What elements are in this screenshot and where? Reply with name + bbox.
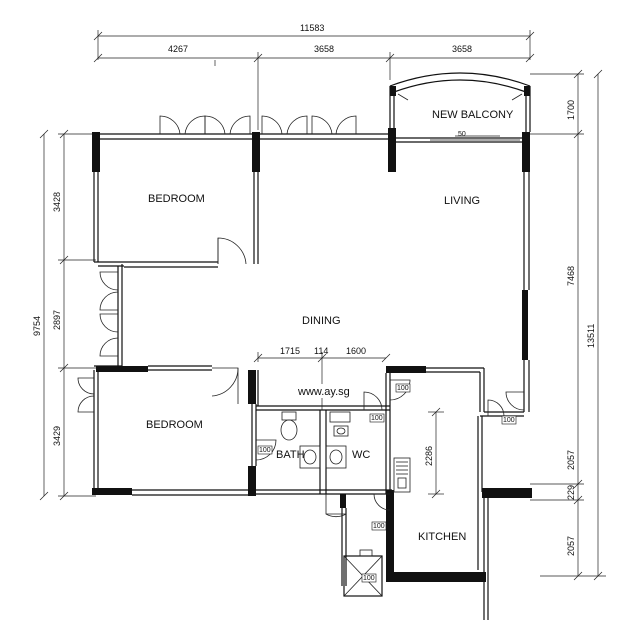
room-label-living: LIVING xyxy=(444,195,480,207)
dim-right-2057b: 2057 xyxy=(566,536,576,556)
room-label-bath: BATH xyxy=(276,449,305,461)
door-label-service: 100 xyxy=(373,523,385,530)
doors xyxy=(211,237,525,518)
room-label-balcony: NEW BALCONY xyxy=(432,109,514,121)
top-dimensions: 11583 4267 3658 3658 xyxy=(93,23,535,130)
dim-inner-1600: 1600 xyxy=(346,346,366,356)
dim-left-2: 2897 xyxy=(52,310,62,330)
dim-overall-width: 11583 xyxy=(300,23,324,33)
right-dimensions: 1700 7468 2057 229 2057 13511 xyxy=(530,69,606,581)
inner-dimensions: 1715 114 1600 2286 xyxy=(253,346,444,499)
room-label-bedroom-top: BEDROOM xyxy=(148,193,205,205)
dim-right-balcony: 1700 xyxy=(566,100,576,120)
dim-left-3: 3429 xyxy=(52,426,62,446)
balcony: 50 NEW BALCONY xyxy=(389,72,531,141)
dim-kitchen-2286: 2286 xyxy=(424,446,434,466)
room-label-dining: DINING xyxy=(302,315,341,327)
door-label-entry: 100 xyxy=(503,417,515,424)
dim-top-2: 3658 xyxy=(314,44,334,54)
dim-inner-114: 114 xyxy=(314,346,328,356)
dim-balcony-50: 50 xyxy=(458,131,466,138)
watermark-background xyxy=(296,384,362,398)
room-label-kitchen: KITCHEN xyxy=(418,531,466,543)
walls xyxy=(92,128,532,620)
room-labels: BEDROOM LIVING DINING BEDROOM BATH WC KI… xyxy=(146,193,480,543)
door-label-kitchen: 100 xyxy=(397,385,409,392)
dim-top-3: 3658 xyxy=(452,44,472,54)
dim-right-2057a: 2057 xyxy=(566,450,576,470)
dim-left-1: 3428 xyxy=(52,192,62,212)
top-windows xyxy=(159,115,357,135)
room-label-wc: WC xyxy=(352,449,370,461)
door-label-wc: 100 xyxy=(371,415,383,422)
door-labels: 100 100 100 100 100 100 xyxy=(257,383,517,583)
dim-left-total: 9754 xyxy=(32,316,42,336)
dim-inner-1715: 1715 xyxy=(280,346,300,356)
dim-right-229: 229 xyxy=(566,485,576,500)
room-label-bedroom-bottom: BEDROOM xyxy=(146,419,203,431)
dim-top-1: 4267 xyxy=(168,44,188,54)
door-label-shaft: 100 xyxy=(363,575,375,582)
left-windows xyxy=(77,271,119,413)
dim-right-total: 13511 xyxy=(586,324,596,348)
watermark-url: www.ay.sg xyxy=(297,386,350,398)
dim-right-7468: 7468 xyxy=(566,266,576,286)
door-label-bath: 100 xyxy=(259,447,271,454)
left-dimensions: 9754 3428 2897 3429 xyxy=(32,129,96,501)
